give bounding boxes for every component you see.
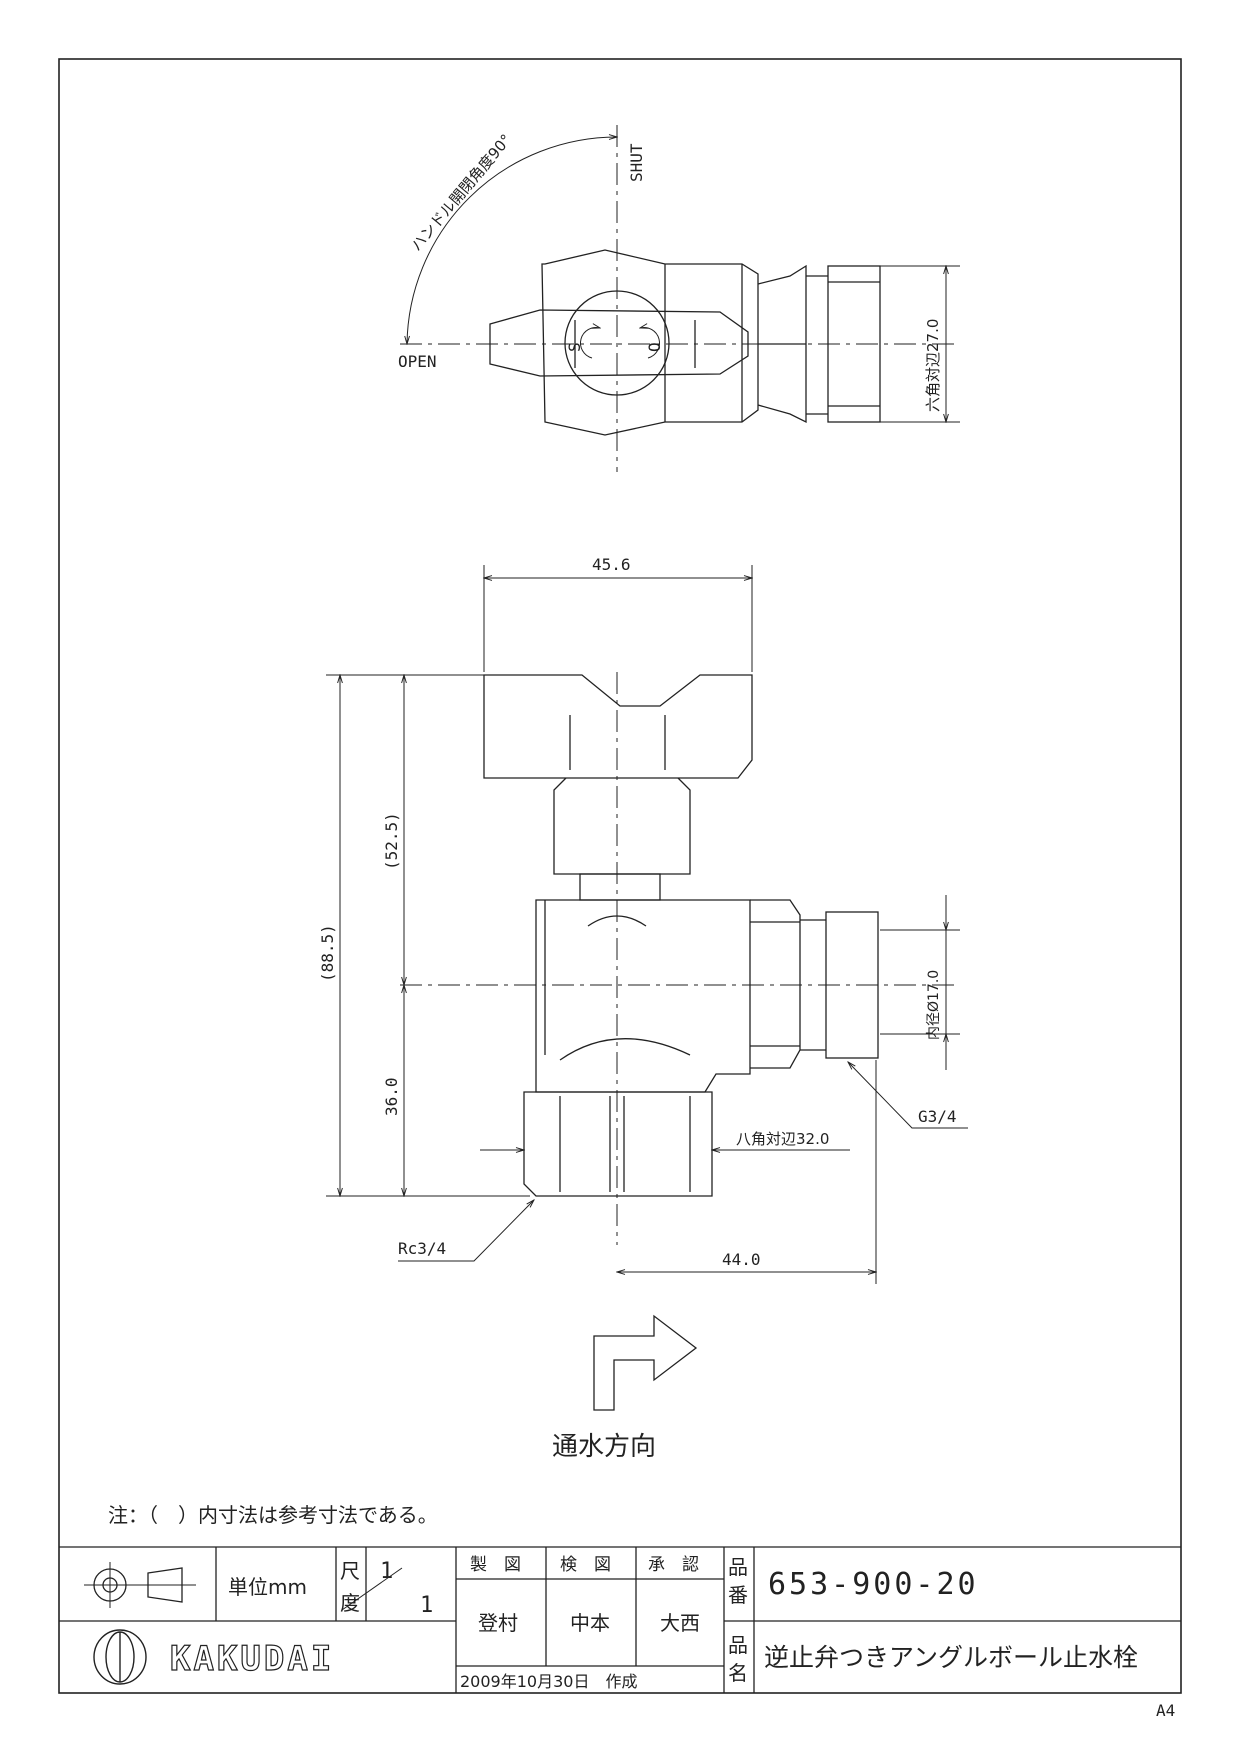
drawing-date: 2009年10月30日 作成	[460, 1672, 637, 1691]
front-view	[326, 565, 968, 1284]
dim-45-6: 45.6	[592, 555, 631, 574]
dim-52-5: (52.5)	[382, 812, 401, 870]
o-mark: O	[645, 342, 664, 352]
dim-36-0: 36.0	[382, 1077, 401, 1116]
dim-rc3-4: Rc3/4	[398, 1239, 446, 1258]
part-name-label-1: 品	[728, 1633, 748, 1657]
reference-note: 注：（ ）内寸法は参考寸法である。	[108, 1503, 438, 1527]
s-mark: S	[565, 342, 584, 352]
scale-label-1: 尺	[340, 1559, 360, 1583]
handle-angle-arc	[407, 137, 617, 344]
part-name-label-2: 名	[728, 1661, 748, 1685]
brand-name: KAKUDAI	[170, 1639, 334, 1679]
drawn-header: 製 図	[470, 1555, 521, 1575]
shut-label: SHUT	[627, 143, 646, 182]
top-view	[400, 125, 960, 472]
dim-44-0: 44.0	[722, 1250, 761, 1269]
hex-27-label: 六角対辺27.0	[924, 319, 942, 412]
handle-angle-label: ハンドル開閉角度90°	[407, 131, 515, 255]
part-no-label-2: 番	[728, 1583, 748, 1607]
sheet-border	[58, 58, 1182, 1694]
paper-size: A4	[1156, 1701, 1175, 1720]
drawn-name: 登村	[478, 1611, 518, 1635]
approved-header: 承 認	[648, 1555, 699, 1575]
part-name: 逆止弁つきアングルボール止水栓	[764, 1643, 1138, 1672]
dim-88-5: (88.5)	[318, 924, 337, 982]
scale-label-2: 度	[340, 1591, 360, 1615]
part-no-label-1: 品	[728, 1555, 748, 1579]
third-angle-projection-icon	[84, 1562, 196, 1608]
checked-header: 検 図	[560, 1555, 611, 1575]
kakudai-logo	[93, 1629, 147, 1685]
dim-g3-4: G3/4	[918, 1107, 957, 1126]
scale-den: 1	[420, 1593, 433, 1618]
checked-name: 中本	[570, 1611, 610, 1635]
flow-label: 通水方向	[552, 1432, 656, 1462]
part-number: 653-900-20	[768, 1567, 979, 1602]
unit-label: 単位mm	[228, 1575, 307, 1599]
open-label: OPEN	[398, 352, 437, 371]
approved-name: 大西	[660, 1611, 700, 1635]
scale-num: 1	[380, 1559, 393, 1584]
title-block	[59, 1546, 1181, 1693]
flow-arrow-icon	[593, 1314, 698, 1411]
dim-oct-32: 八角対辺32.0	[736, 1130, 829, 1148]
dim-bore: 内径Ø17.0	[926, 970, 942, 1040]
